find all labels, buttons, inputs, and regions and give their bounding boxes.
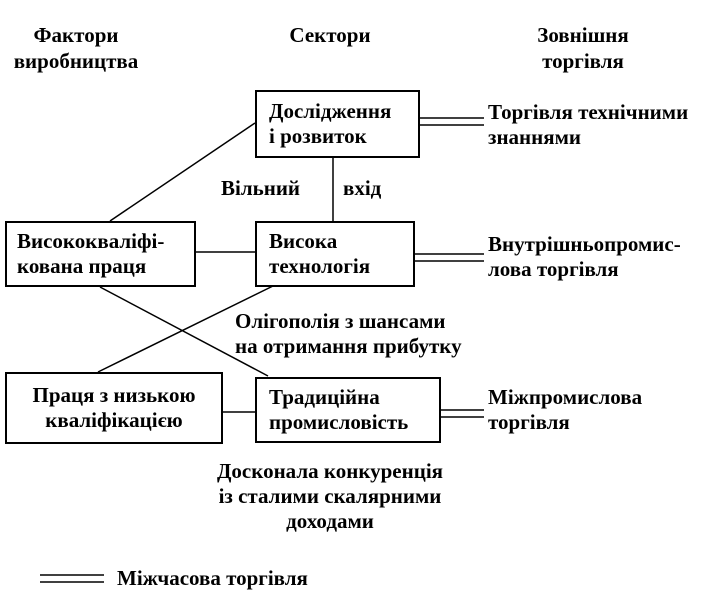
box-research-label: Дослідження і розвиток xyxy=(269,99,392,148)
annotation-oligopoly: Олігополія з шансами на отримання прибут… xyxy=(235,309,462,358)
double-line-research xyxy=(418,117,484,126)
box-traditional-label: Традиційна промисловість xyxy=(269,385,409,434)
box-unskilled-labor: Праця з низькою кваліфікацією xyxy=(5,372,223,444)
annotation-perfect-competition: Досконала конкуренція із сталими скалярн… xyxy=(216,459,444,533)
box-unskilled-labor-label: Праця з низькою кваліфікацією xyxy=(32,383,196,432)
box-skilled-labor-label: Висококваліфі- кована праця xyxy=(17,229,165,278)
header-foreign-trade: Зовнішня торгівля xyxy=(537,23,629,73)
header-sectors: Сектори xyxy=(289,23,371,47)
legend-double-line xyxy=(40,574,104,583)
trade-label-inter-industry: Міжпромислова торгівля xyxy=(488,385,643,434)
box-traditional-industry: Традиційна промисловість xyxy=(255,377,441,443)
header-factors: Фактори виробництва xyxy=(13,23,139,73)
legend-label: Міжчасова торгівля xyxy=(117,566,308,590)
annotation-free-entry-left: Вільний xyxy=(221,176,301,200)
line-unskilled-to-hightech xyxy=(97,284,276,373)
box-high-tech: Висока технологія xyxy=(255,221,415,287)
line-skilled-to-traditional xyxy=(99,286,269,377)
box-research: Дослідження і розвиток xyxy=(255,90,420,158)
box-skilled-labor: Висококваліфі- кована праця xyxy=(5,221,196,287)
trade-label-intra-industry: Внутрішньопромис- лова торгівля xyxy=(488,232,681,281)
annotation-free-entry-right: вхід xyxy=(343,176,382,200)
double-line-hightech xyxy=(414,253,484,262)
trade-label-tech-knowledge: Торгівля технічними знаннями xyxy=(488,100,689,149)
box-high-tech-label: Висока технологія xyxy=(269,229,371,278)
line-skilled-to-research xyxy=(109,122,256,222)
double-line-traditional xyxy=(440,409,484,418)
